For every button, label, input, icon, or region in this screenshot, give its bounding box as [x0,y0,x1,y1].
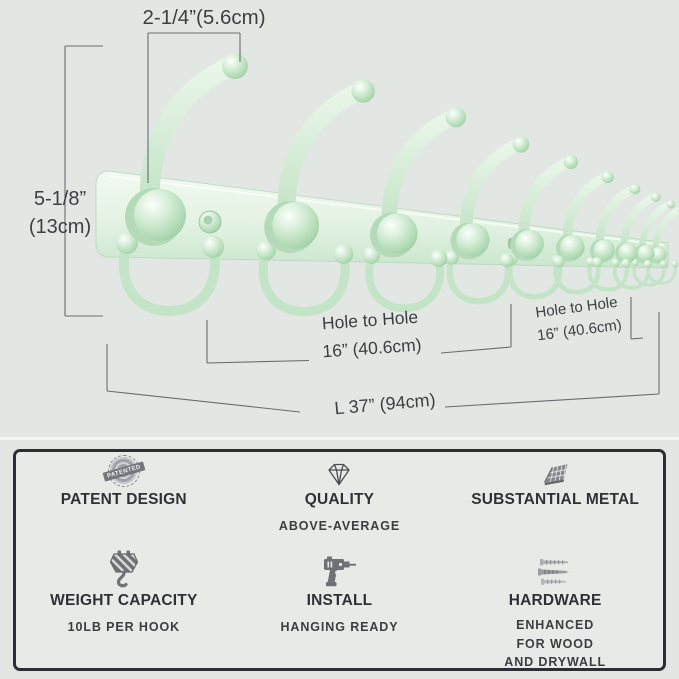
feature-subtitle: 10LB PER HOOK [67,620,181,634]
hole-to-hole-dimension-label-1: Hole to Hole 16” (40.6cm) [321,306,423,362]
feature-title: WEIGHT CAPACITY [50,592,198,609]
feature-title: HARDWARE [508,592,602,609]
feature-weight-capacity: WEIGHT CAPACITY 10LB PER HOOK [16,550,232,672]
feature-title: PATENT DESIGN [60,491,187,508]
feature-quality: QUALITY ABOVE-AVERAGE [232,457,448,554]
feature-subtitle: ABOVE-AVERAGE [278,519,401,533]
crane-hook-icon [109,550,138,588]
feature-patent-design: PATENTED PATENT DESIGN [16,455,232,554]
features-panel: PATENTED PATENT DESIGN QUALITY ABOVE-AVE… [13,449,666,671]
feature-title: INSTALL [306,592,373,609]
power-drill-icon [324,556,357,587]
patented-ribbon-text: PATENTED [102,461,146,482]
features-section: PATENTED PATENT DESIGN QUALITY ABOVE-AVE… [0,440,679,679]
feature-title: QUALITY [304,491,375,508]
screws-anchors-icon [538,559,570,585]
diamond-quality-icon [328,463,351,486]
patented-stamp-icon: PATENTED [102,455,146,487]
feature-hardware: HARDWARE ENHANCED FOR WOOD AND DRYWALL [447,554,663,672]
dimension-lines [64,32,660,413]
hook-depth-dimension-label: 2-1/4”(5.6cm) [142,6,266,29]
rack-height-dimension-label: 5-1/8” (13cm) [16,185,104,241]
feature-substantial-metal: SUBSTANTIAL METAL [447,457,663,554]
feature-subtitle: AND DRYWALL [504,655,607,669]
feature-subtitle: FOR WOOD [516,636,594,651]
feature-subtitle: ENHANCED [516,618,595,632]
rack-height-cm: (13cm) [28,216,92,238]
feature-install: INSTALL HANGING READY [232,554,448,672]
coat-rack-illustration [64,32,679,413]
feature-title: SUBSTANTIAL METAL [471,491,640,508]
feature-subtitle: HANGING READY [280,620,399,634]
section-divider [0,437,679,440]
rack-height-inches: 5-1/8” [33,188,87,210]
metal-slab-icon [543,464,568,486]
